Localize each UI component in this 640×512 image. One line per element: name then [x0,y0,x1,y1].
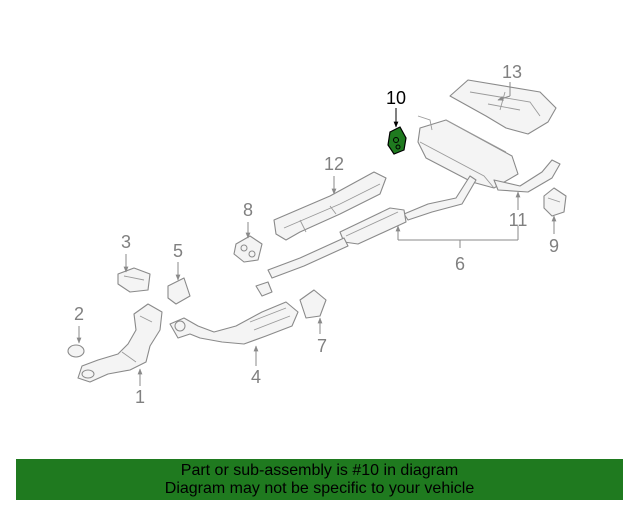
part-9-bracket[interactable] [543,187,567,217]
callout-3: 3 [121,232,131,252]
part-8-hanger[interactable] [233,235,263,263]
leader-lines [76,82,557,386]
part-2-gasket[interactable] [67,344,85,358]
callout-6: 6 [455,254,465,274]
callout-9: 9 [549,236,559,256]
part-3-bracket[interactable] [117,267,151,293]
part-13-heat-shield[interactable] [449,79,557,135]
part-4-catalytic-converter[interactable] [169,301,299,345]
callout-4: 4 [251,367,261,387]
callout-10: 10 [386,88,406,108]
part-12-heat-shield[interactable] [273,171,387,241]
callout-8: 8 [243,200,253,220]
banner-line-1: Part or sub-assembly is #10 in diagram [180,461,459,479]
callout-12: 12 [324,154,344,174]
callout-2: 2 [74,304,84,324]
part-1-front-pipe[interactable] [77,303,163,383]
part-7-gasket[interactable] [299,289,327,319]
part-5-gasket[interactable] [167,277,191,305]
callout-11: 11 [509,210,528,230]
part-10-rubber-hanger[interactable] [387,126,407,155]
info-banner: Part or sub-assembly is #10 in diagram D… [16,459,623,500]
callout-7: 7 [317,336,327,356]
callout-13: 13 [502,62,522,82]
callout-1: 1 [135,387,145,407]
part-6-muffler-assembly[interactable] [255,115,561,297]
banner-line-2: Diagram may not be specific to your vehi… [164,479,475,497]
callout-5: 5 [173,241,183,261]
